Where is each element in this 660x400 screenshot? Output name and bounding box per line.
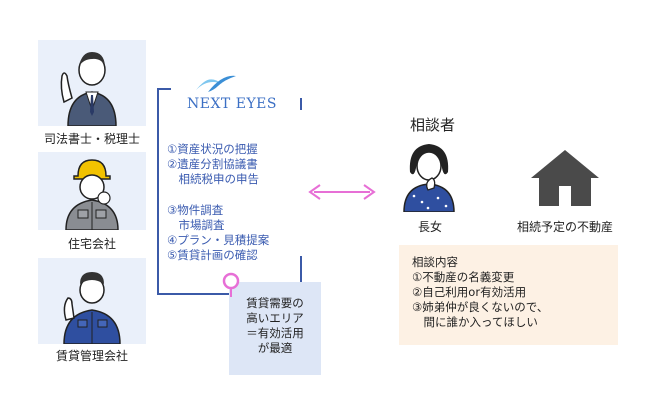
consultation-item: ①不動産の名義変更	[412, 270, 515, 284]
company-logo-text: NEXT EYES	[187, 96, 277, 112]
consultant-title: 相談者	[410, 116, 456, 134]
consultation-item: ②自己利用or有効活用	[412, 285, 527, 299]
property-label: 相続予定の不動産	[516, 220, 613, 234]
bracket-tick	[300, 256, 302, 295]
service-line: ②遺産分割協議書	[167, 157, 258, 171]
pin-icon	[222, 272, 240, 297]
note-line: 高いエリア	[246, 311, 304, 325]
note-line: が最適	[257, 341, 293, 355]
role-card-judicial	[38, 40, 146, 126]
note-box	[229, 282, 321, 375]
service-line: ⑤賃貸計画の確認	[167, 248, 258, 262]
bracket-tick	[157, 88, 171, 90]
service-line: 市場調査	[167, 218, 225, 232]
worker-helmet-icon	[65, 159, 119, 230]
service-line: ①資産状況の把握	[167, 142, 258, 156]
woman-icon	[403, 144, 455, 212]
logo-swoosh-icon	[196, 75, 236, 92]
role-label-rental: 賃貸管理会社	[55, 349, 128, 363]
service-bracket	[157, 88, 304, 295]
role-label-housing: 住宅会社	[67, 237, 116, 251]
consultation-title: 相談内容	[412, 255, 458, 269]
consultation-item: ③姉弟仲が良くないので、	[412, 300, 549, 314]
businessman-icon	[60, 52, 117, 126]
role-card-rental	[38, 258, 146, 344]
service-line: 相続税申の申告	[167, 172, 259, 186]
bracket-tick	[300, 98, 302, 110]
consultation-box	[399, 245, 618, 345]
service-line: ③物件調査	[167, 203, 224, 217]
worker-cap-icon	[63, 272, 121, 344]
service-line: ④プラン・見積提案	[167, 233, 270, 247]
role-card-housing	[38, 152, 146, 230]
note-line: ＝有効活用	[246, 326, 304, 340]
double-arrow-icon	[308, 184, 376, 200]
note-line: 賃貸需要の	[246, 296, 304, 310]
consultation-item: 間に誰か入ってほしい	[412, 315, 538, 329]
role-label-judicial: 司法書士・税理士	[43, 132, 140, 146]
person-label: 長女	[417, 220, 442, 234]
house-icon	[531, 150, 599, 206]
